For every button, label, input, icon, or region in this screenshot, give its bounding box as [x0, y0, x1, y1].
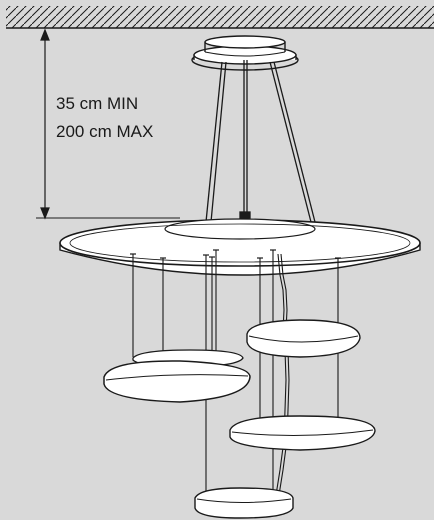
- suspension-cables: [205, 60, 316, 223]
- height-dimension-line: [36, 28, 180, 220]
- pendant-disc-left-front: [103, 360, 251, 403]
- main-disc: [59, 218, 421, 276]
- pendant-disc-right-upper: [246, 319, 361, 358]
- max-height-label: 200 cm MAX: [56, 122, 154, 141]
- wire-anchors: [130, 249, 341, 259]
- ceiling: [6, 6, 434, 29]
- pendant-disc-bottom: [194, 487, 294, 519]
- ceiling-canopy: [191, 35, 299, 71]
- pendant-disc-right-lower: [229, 415, 376, 451]
- min-height-label: 35 cm MIN: [56, 94, 139, 113]
